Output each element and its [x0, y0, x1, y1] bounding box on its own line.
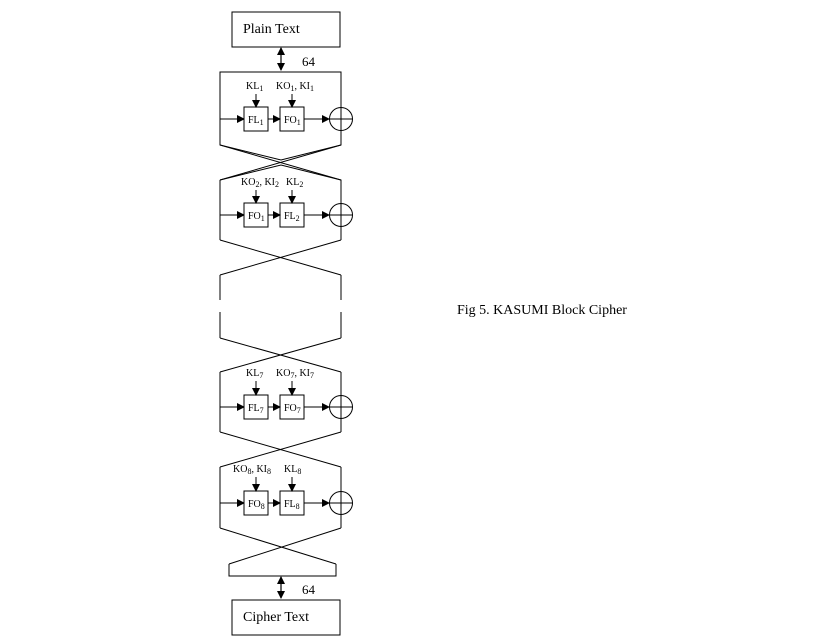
- gap-stubs-upper: [219, 275, 342, 300]
- plain-text-box: [231, 11, 341, 48]
- round-1-block-2-label: FO1: [284, 115, 301, 127]
- round-4-block-2-label: FL8: [284, 499, 300, 511]
- round-3-key-label-1: KL7: [246, 368, 263, 380]
- round-1-key-label-2: KO1, KI1: [276, 81, 314, 93]
- cipher-text-label: Cipher Text: [243, 610, 309, 625]
- bottom-bit-width: 64: [302, 582, 316, 597]
- round-2-key-label-2: KL2: [286, 177, 303, 189]
- round-4-key-label-1: KO8, KI8: [233, 464, 271, 476]
- cipher-text-box: [231, 599, 341, 636]
- plain-text-label: Plain Text: [243, 22, 300, 37]
- round-4-key-label-2: KL8: [284, 464, 301, 476]
- round-1-outline: [219, 71, 342, 161]
- round-3-block-2: [279, 394, 305, 420]
- round-1-block-2: [279, 106, 305, 132]
- crossover-1: [219, 144, 342, 181]
- round-3-key-label-2: KO7, KI7: [276, 368, 314, 380]
- round-1-key-label-1: KL1: [246, 81, 263, 93]
- round-3-block-1-label: FL7: [248, 403, 264, 415]
- top-bit-width: 64: [302, 54, 316, 69]
- round-2-block-1-label: FO1: [248, 211, 265, 223]
- crossover-5: [219, 527, 342, 565]
- round-4-block-1-label: FO8: [248, 499, 265, 511]
- gap-stubs-lower: [219, 312, 342, 338]
- round-1-block-1: [243, 106, 269, 132]
- figure-caption: Fig 5. KASUMI Block Cipher: [457, 303, 627, 318]
- round-4-block-1: [243, 490, 269, 516]
- output-trapezoid: [228, 564, 337, 577]
- round-3-block-2-label: FO7: [284, 403, 301, 415]
- crossover-4: [219, 431, 342, 468]
- round-1-block-1-label: FL1: [248, 115, 264, 127]
- round-3-block-1: [243, 394, 269, 420]
- crossover-2: [219, 239, 342, 276]
- round-2-block-2-label: FL2: [284, 211, 300, 223]
- crossover-3: [219, 337, 342, 373]
- round-2-key-label-1: KO2, KI2: [241, 177, 279, 189]
